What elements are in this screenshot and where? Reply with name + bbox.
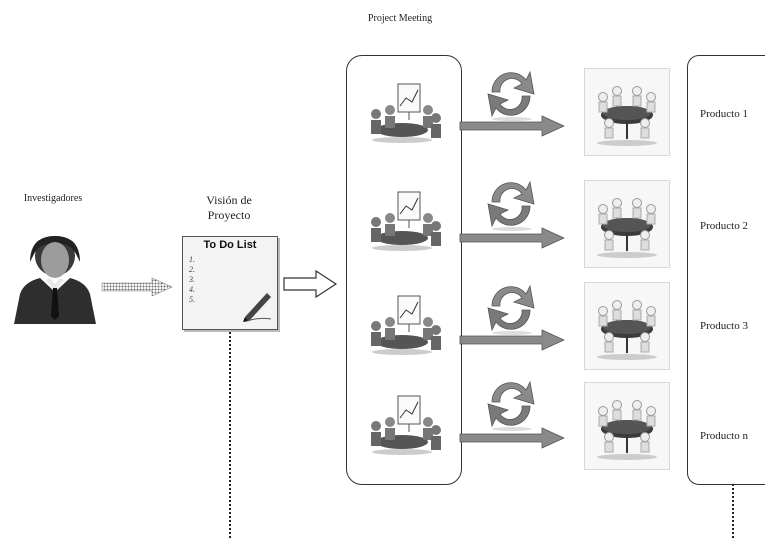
investigator-icon xyxy=(14,236,96,324)
todo-title: To Do List xyxy=(203,239,257,251)
todo-item: 1. xyxy=(189,255,195,264)
product-label: Producto 2 xyxy=(700,220,748,232)
todo-item: 4. xyxy=(189,285,195,294)
team-card xyxy=(584,68,670,156)
process-arrow-icon xyxy=(459,227,565,249)
process-arrow-icon xyxy=(459,427,565,449)
hollow-arrow-icon xyxy=(283,269,338,299)
pen-icon xyxy=(243,293,272,322)
meeting-presentation-icon xyxy=(371,191,441,251)
process-arrow-icon xyxy=(459,115,565,137)
investigadores-label: Investigadores xyxy=(23,193,83,204)
team-card xyxy=(584,282,670,370)
team-card xyxy=(584,382,670,470)
dotted-arrow-icon xyxy=(101,277,173,297)
team-round-table-icon xyxy=(597,300,657,360)
product-label: Producto 1 xyxy=(700,108,748,120)
todo-item: 3. xyxy=(189,275,195,284)
product-label: Producto n xyxy=(700,430,748,442)
products-container xyxy=(687,55,765,485)
vision-label: Visión de Proyecto xyxy=(206,193,252,222)
refresh-cycle-icon xyxy=(487,70,535,121)
todo-items: 1. 2. 3. 4. 5. xyxy=(189,255,195,305)
todo-item: 5. xyxy=(189,295,195,304)
todo-list-card: To Do List 1. 2. 3. 4. 5. xyxy=(182,236,278,330)
meeting-presentation-icon xyxy=(371,295,441,355)
refresh-cycle-icon xyxy=(487,180,535,231)
meeting-presentation-icon xyxy=(371,83,441,143)
todo-item: 2. xyxy=(189,265,195,274)
team-round-table-icon xyxy=(597,86,657,146)
team-round-table-icon xyxy=(597,400,657,460)
meeting-label: Project Meeting xyxy=(367,13,433,24)
product-label: Producto 3 xyxy=(700,320,748,332)
vertical-dotted-line xyxy=(732,484,734,540)
team-round-table-icon xyxy=(597,198,657,258)
team-card xyxy=(584,180,670,268)
refresh-cycle-icon xyxy=(487,284,535,335)
refresh-cycle-icon xyxy=(487,380,535,431)
meeting-presentation-icon xyxy=(371,395,441,455)
process-arrow-icon xyxy=(459,329,565,351)
vertical-dotted-line xyxy=(229,332,231,540)
